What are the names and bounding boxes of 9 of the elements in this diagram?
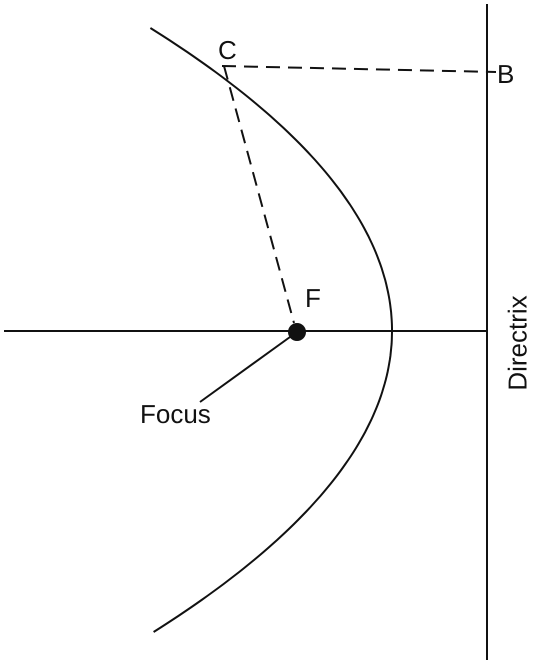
dashed-line: [222, 65, 496, 73]
point-label: F: [305, 284, 321, 312]
dashed-line: [223, 66, 295, 324]
callout-label: Focus: [140, 400, 211, 428]
leader-line: [199, 336, 291, 403]
axis-label: Directrix: [504, 295, 532, 391]
focus-point: [288, 323, 306, 341]
point-label: B: [497, 60, 514, 88]
point-label: C: [218, 36, 237, 64]
